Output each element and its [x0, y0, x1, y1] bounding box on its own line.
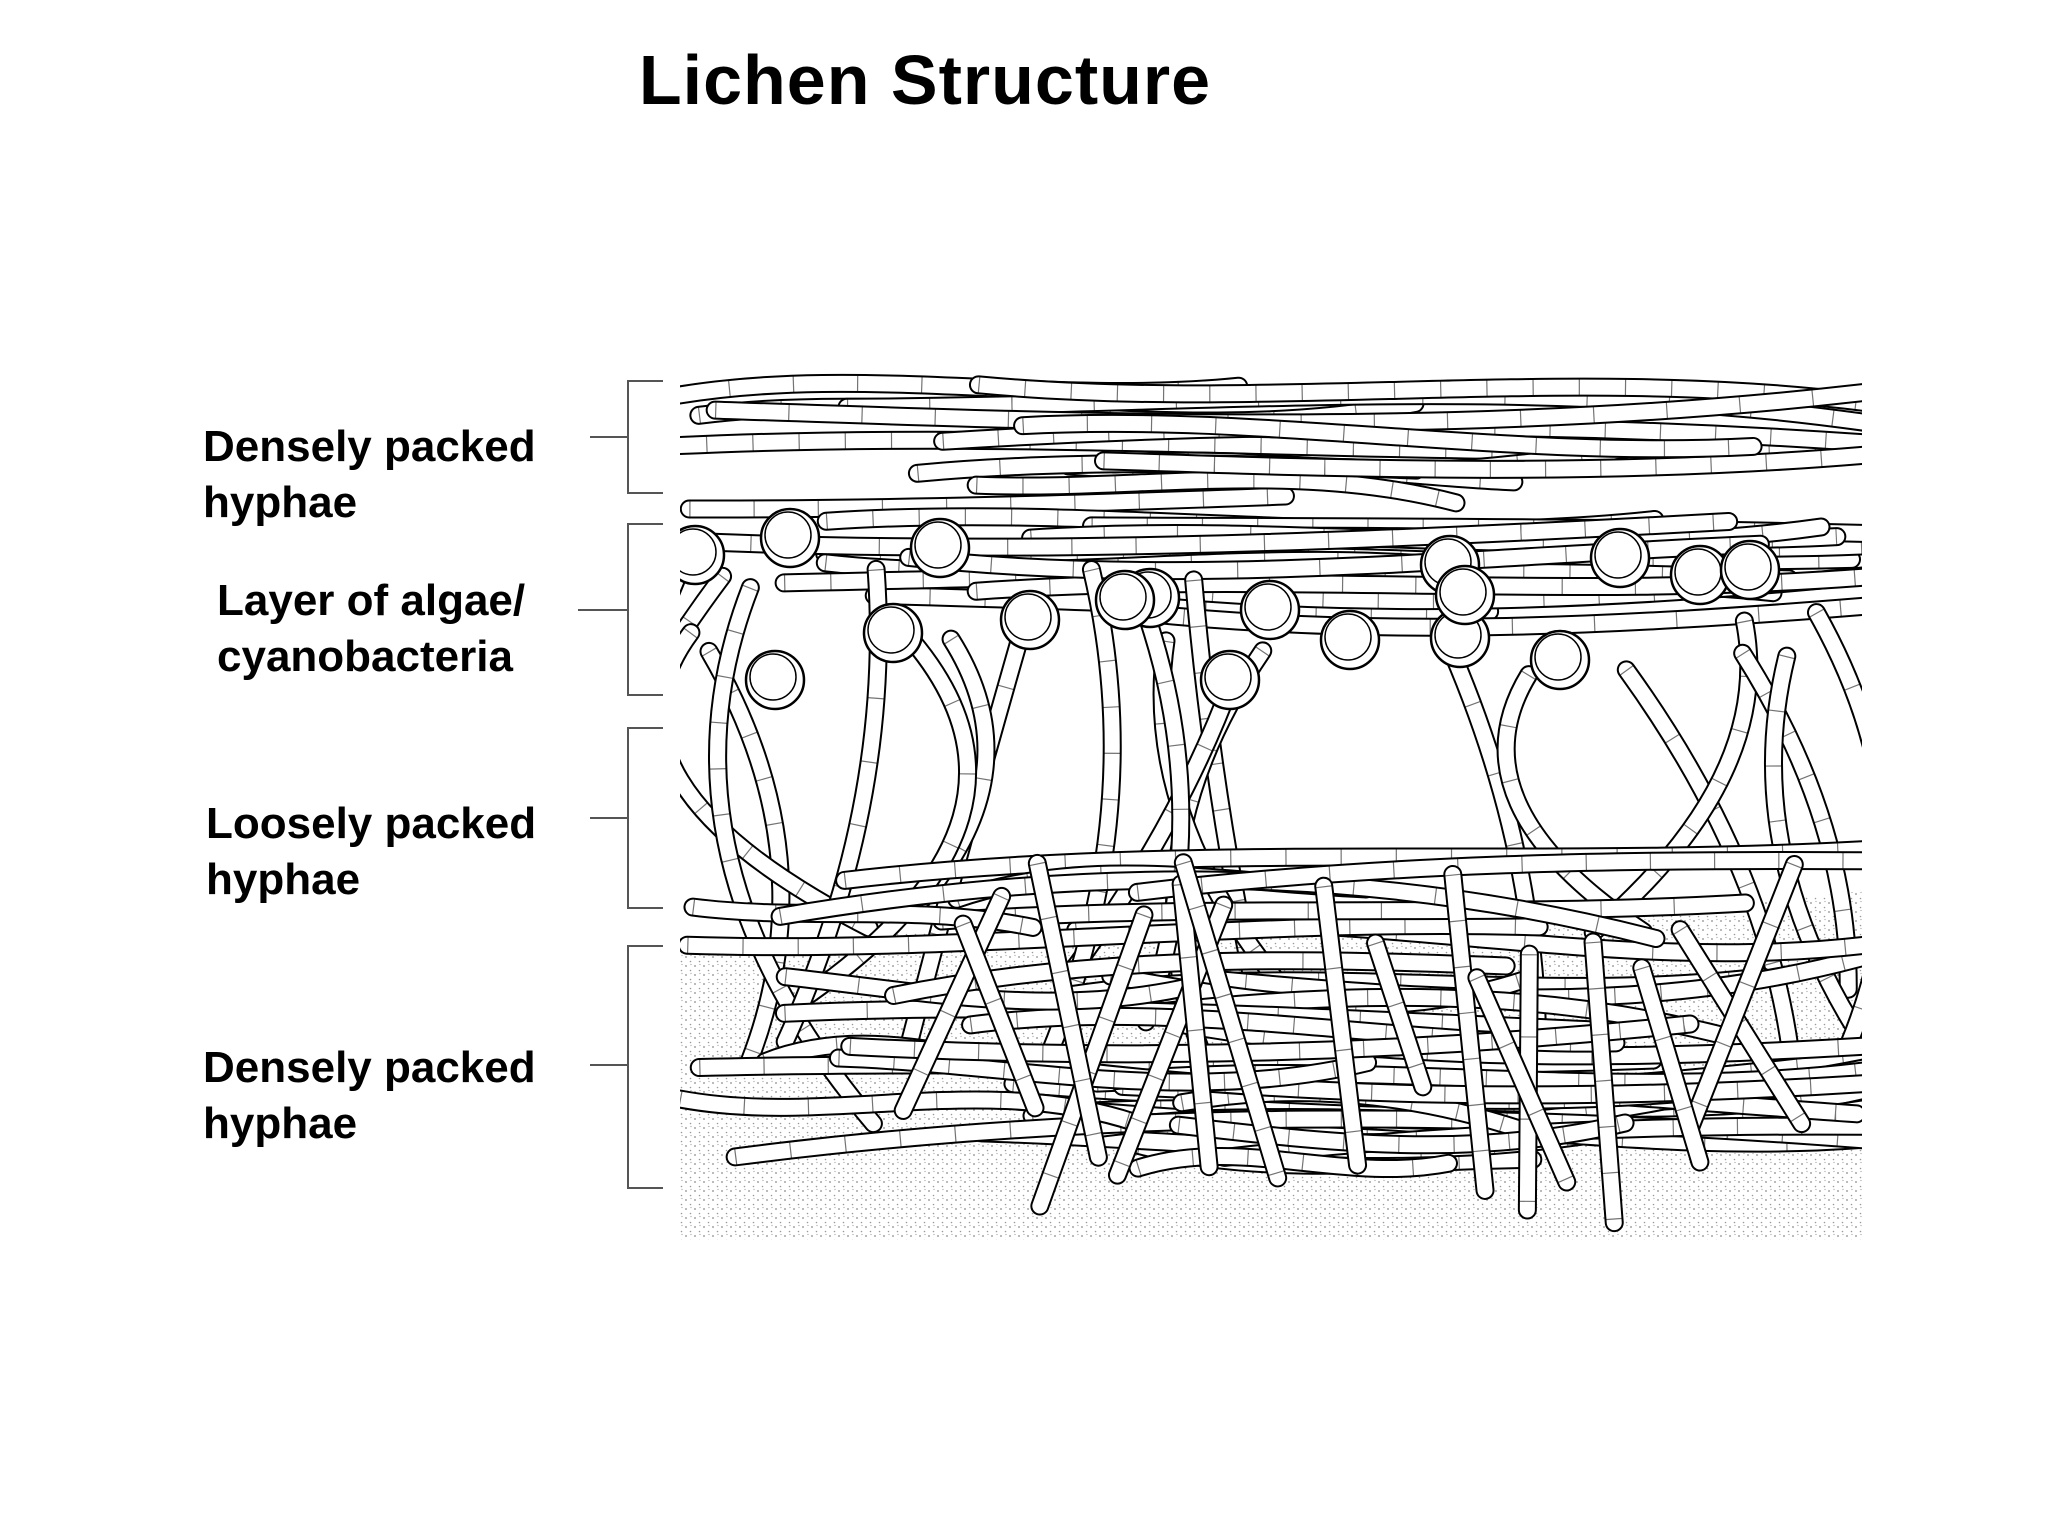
- algal-cell-wall: [749, 653, 797, 701]
- hypha: [1681, 854, 1804, 1136]
- algal-cell-wall: [1724, 543, 1772, 591]
- label-lower-cortex: Densely packed hyphae: [203, 1040, 536, 1152]
- label-algal-layer-line2: cyanobacteria: [217, 632, 513, 681]
- algal-cells: [680, 507, 1781, 711]
- hypha: [864, 586, 1500, 621]
- algal-cell: [999, 589, 1061, 651]
- fungal-hyphae: [680, 373, 1862, 1233]
- hypha: [1173, 853, 1288, 1188]
- hypha: [828, 1048, 1378, 1092]
- hypha: [1366, 933, 1433, 1097]
- hypha: [1093, 445, 1862, 479]
- algal-cell: [1434, 564, 1496, 626]
- algal-cell-wall: [1244, 583, 1292, 631]
- hypha: [699, 641, 791, 1071]
- hypha: [680, 486, 1295, 519]
- algal-cell-wall: [1324, 613, 1372, 661]
- algal-cell: [744, 649, 806, 711]
- hypha: [893, 886, 1012, 1120]
- hypha: [1027, 853, 1108, 1167]
- bracket-medulla: [590, 727, 663, 909]
- hypha: [680, 915, 1549, 957]
- hypha: [1496, 665, 1654, 942]
- hypha: [953, 914, 1045, 1118]
- algal-cell: [1529, 629, 1591, 691]
- hypha: [1127, 850, 1862, 902]
- label-upper-cortex: Densely packed hyphae: [203, 419, 536, 531]
- hypha: [1467, 968, 1577, 1192]
- algal-cell-wall: [1099, 573, 1147, 621]
- hypha: [1128, 1147, 1458, 1179]
- algal-cell: [1719, 539, 1781, 601]
- label-upper-cortex-line2: hyphae: [203, 478, 358, 527]
- algal-cell: [1199, 649, 1261, 711]
- hypha: [1013, 413, 1763, 459]
- algal-cell: [862, 602, 924, 664]
- hypha: [680, 623, 879, 938]
- hypha: [968, 375, 1862, 412]
- label-lower-cortex-line1: Densely packed: [203, 1043, 536, 1092]
- hypha: [1171, 874, 1219, 1177]
- algal-cell-wall: [914, 521, 962, 569]
- algal-cell: [1319, 609, 1381, 671]
- hypha: [680, 566, 733, 654]
- hypha: [966, 470, 1466, 513]
- label-algal-layer: Layer of algae/ cyanobacteria: [217, 573, 525, 685]
- label-upper-cortex-line1: Densely packed: [203, 422, 536, 471]
- algal-cell: [1589, 527, 1651, 589]
- hypha: [840, 1014, 1700, 1064]
- bracket-algal-layer: [578, 523, 663, 696]
- hypha: [1030, 905, 1154, 1216]
- algal-cell-wall: [1004, 593, 1052, 641]
- hypha: [680, 512, 1739, 557]
- bracket-upper-cortex: [590, 380, 663, 494]
- hypha: [1168, 1113, 1635, 1155]
- label-medulla-line1: Loosely packed: [206, 799, 537, 848]
- diagram-title: Lichen Structure: [638, 41, 1212, 119]
- algal-cell-wall: [1204, 653, 1252, 701]
- algal-cell-wall: [764, 511, 812, 559]
- algal-cell-wall: [680, 528, 717, 576]
- hypha: [1583, 932, 1624, 1233]
- hypha: [1443, 864, 1495, 1200]
- algal-cell: [1239, 579, 1301, 641]
- algal-cell: [1094, 569, 1156, 631]
- hypha: [1314, 876, 1368, 1175]
- algal-cell-wall: [1594, 531, 1642, 579]
- layer-brackets: [578, 380, 663, 1189]
- algal-cell-wall: [867, 606, 915, 654]
- algal-cell: [909, 517, 971, 579]
- algal-cell-wall: [1439, 568, 1487, 616]
- hypha: [1632, 958, 1710, 1172]
- label-lower-cortex-line2: hyphae: [203, 1099, 358, 1148]
- algal-cell-wall: [1534, 633, 1582, 681]
- hypha: [680, 551, 695, 596]
- label-medulla: Loosely packed hyphae: [206, 796, 536, 908]
- hypha: [1670, 920, 1812, 1134]
- label-medulla-line2: hyphae: [206, 855, 361, 904]
- algal-cell: [759, 507, 821, 569]
- hypha: [1583, 611, 1759, 943]
- bracket-lower-cortex: [590, 945, 663, 1189]
- label-algal-layer-line1: Layer of algae/: [217, 576, 526, 625]
- lichen-section: [680, 373, 1862, 1240]
